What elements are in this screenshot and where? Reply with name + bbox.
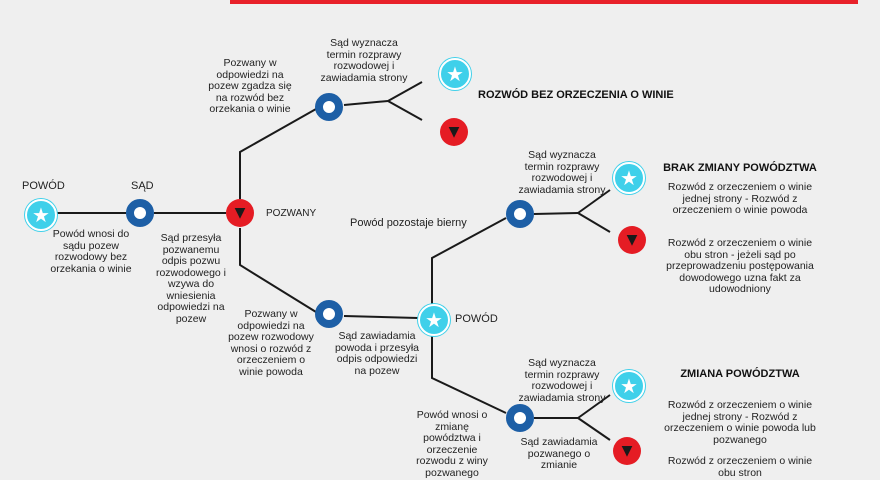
ring-icon [315,93,343,121]
court-sends-text: Sąd przesyła pozwanemu odpis pozwu rozwo… [155,232,227,325]
plaintiff-passive-text: Powód pozostaje bierny [350,217,467,229]
court-label: SĄD [131,180,154,192]
ring-icon [126,199,154,227]
plaintiff-files-text: Powód wnosi do sądu pozew rozwodowy bez … [50,228,132,275]
plaintiff-changes-text: Powód wnosi o zmianę powództwa i orzecze… [416,409,488,479]
star-icon: ★ [613,162,645,194]
triangle-down-icon: ▼ [613,437,641,465]
star-icon: ★ [613,370,645,402]
ring-icon [506,200,534,228]
plaintiff-start-label: POWÓD [22,180,65,192]
no-fault-title: ROZWÓD BEZ ORZECZENIA O WINIE [478,89,674,101]
court-sets-hearing-3-text: Sąd wyznacza termin rozprawy rozwodowej … [518,357,606,404]
triangle-down-icon: ▼ [618,226,646,254]
ring-icon [315,300,343,328]
plaintiff-mid-label: POWÓD [455,313,498,325]
star-icon: ★ [418,304,450,336]
change-outcome-2: Rozwód z orzeczeniem o winie obu stron [667,455,813,479]
no-change-outcome-1: Rozwód z orzeczeniem o winie jednej stro… [667,181,813,216]
no-change-outcome-2: Rozwód z orzeczeniem o winie obu stron -… [666,237,814,295]
defendant-wants-fault-text: Pozwany w odpowiedzi na pozew rozwodowy … [228,308,314,378]
star-icon: ★ [25,199,57,231]
triangle-down-icon: ▼ [226,199,254,227]
ring-icon [506,404,534,432]
defendant-label: POZWANY [266,208,317,219]
no-change-title: BRAK ZMIANY POWÓDZTWA [663,162,817,174]
triangle-down-icon: ▼ [440,118,468,146]
change-outcome-1: Rozwód z orzeczeniem o winie jednej stro… [664,399,816,446]
court-sets-hearing-2-text: Sąd wyznacza termin rozprawy rozwodowej … [518,149,606,196]
top-accent-bar [230,0,858,4]
star-icon: ★ [439,58,471,90]
change-title: ZMIANA POWÓDZTWA [680,368,800,380]
court-notifies-text: Sąd zawiadamia powoda i przesyła odpis o… [334,330,420,377]
court-sets-hearing-1-text: Sąd wyznacza termin rozprawy rozwodowej … [320,37,408,84]
court-notifies-defendant-text: Sąd zawiadamia pozwanego o zmianie [520,436,598,471]
defendant-agrees-text: Pozwany w odpowiedzi na pozew zgadza się… [208,57,292,115]
